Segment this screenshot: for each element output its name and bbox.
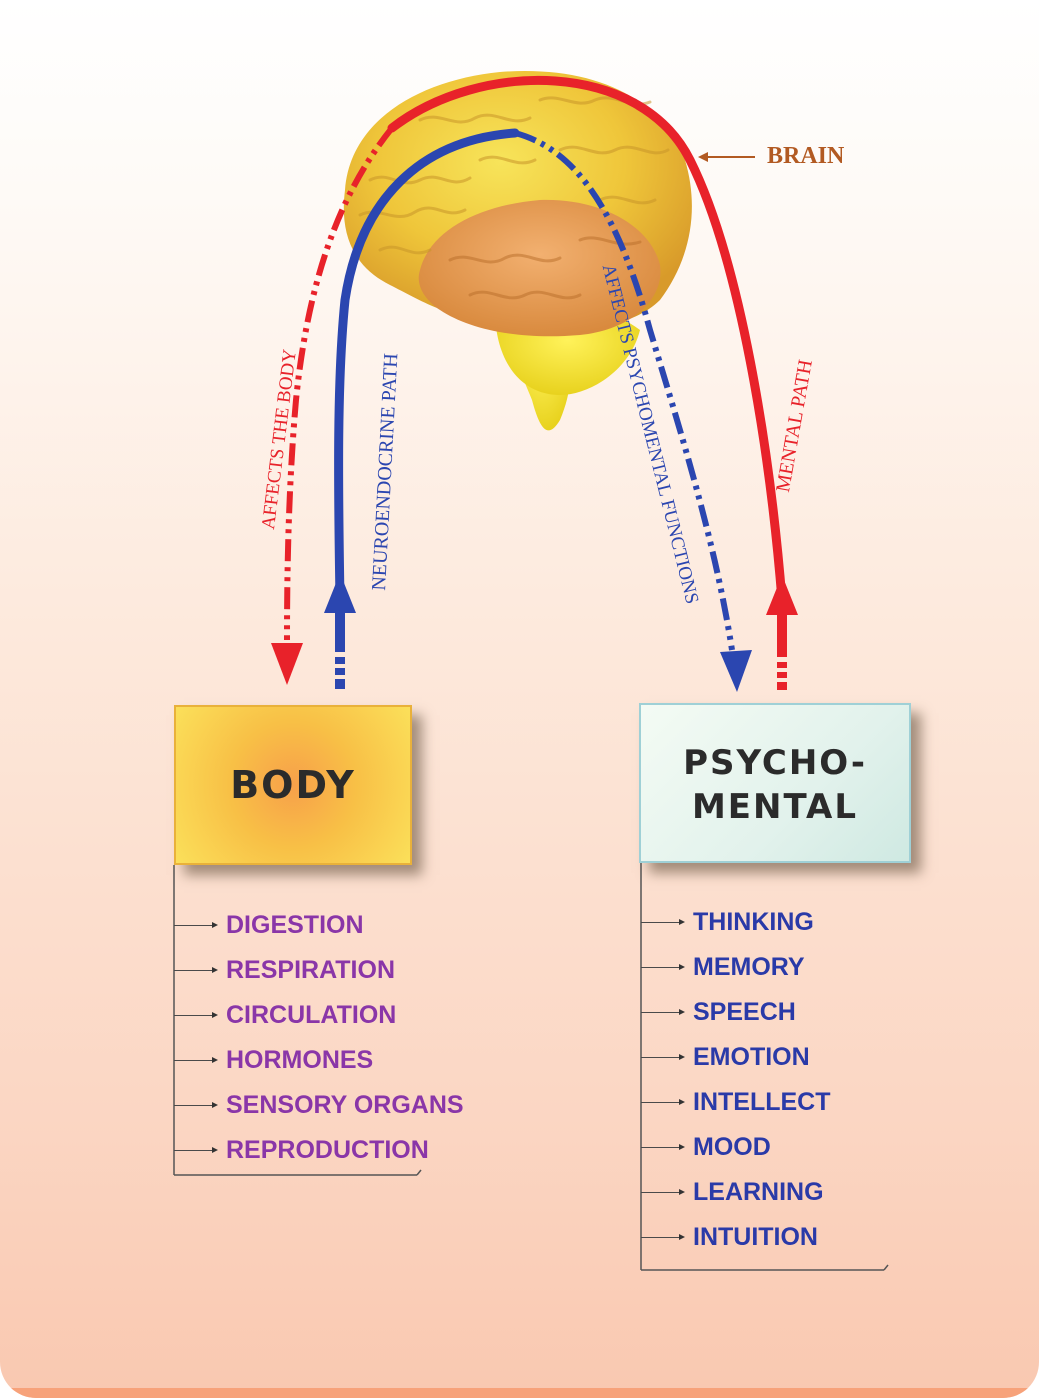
list-item: LEARNING [693,1170,831,1215]
list-arrow-icon [174,925,212,926]
list-item-label: RESPIRATION [226,956,395,984]
mental-path-stem [777,612,787,657]
list-arrow-icon [641,922,679,923]
list-item-label: HORMONES [226,1046,373,1074]
list-item: THINKING [693,900,831,945]
list-item: CIRCULATION [226,993,464,1038]
list-item-label: LEARNING [693,1178,824,1206]
list-arrow-icon [641,967,679,968]
list-item: REPRODUCTION [226,1128,464,1173]
psychomental-functions-list: THINKING MEMORY SPEECH EMOTION INTELLECT… [693,900,831,1260]
neuroendocrine-dash [335,668,345,675]
list-item-label: INTELLECT [693,1088,831,1116]
list-arrow-icon [641,1102,679,1103]
neuroendocrine-stem [335,612,345,652]
list-item: DIGESTION [226,903,464,948]
neuroendocrine-arrowhead-icon [324,573,356,613]
body-box: BODY [174,705,412,865]
psychomental-box: PSYCHO- MENTAL [639,703,911,863]
list-arrow-icon [174,1015,212,1016]
list-arrow-icon [641,1147,679,1148]
body-box-title: BODY [230,763,356,807]
list-item-label: SENSORY ORGANS [226,1091,464,1119]
list-arrow-icon [641,1012,679,1013]
neuroendocrine-dash [335,679,345,689]
list-arrow-icon [641,1057,679,1058]
list-item-label: EMOTION [693,1043,810,1071]
list-arrow-icon [174,1060,212,1061]
affects-psychomental-arrowhead-icon [720,650,752,692]
list-item-label: MEMORY [693,953,805,981]
list-arrow-icon [174,970,212,971]
list-item: HORMONES [226,1038,464,1083]
list-item-label: DIGESTION [226,911,364,939]
list-item: RESPIRATION [226,948,464,993]
brain-pointer-arrow-icon [698,152,755,162]
list-item-label: CIRCULATION [226,1001,396,1029]
list-item-label: REPRODUCTION [226,1136,429,1164]
affects-body-arrowhead-icon [271,643,303,685]
list-arrow-icon [641,1237,679,1238]
body-functions-list: DIGESTION RESPIRATION CIRCULATION HORMON… [226,903,464,1173]
brain-label: BRAIN [767,143,844,170]
mental-path-dash [777,672,787,678]
list-item-label: SPEECH [693,998,796,1026]
list-item-label: THINKING [693,908,814,936]
psychomental-box-line1: PSYCHO- [683,741,867,785]
list-item: EMOTION [693,1035,831,1080]
list-item: MOOD [693,1125,831,1170]
list-item: SPEECH [693,990,831,1035]
list-arrow-icon [174,1105,212,1106]
mental-path-arrowhead-icon [766,575,798,615]
list-item: INTELLECT [693,1080,831,1125]
neuroendocrine-dash [335,657,345,664]
list-item: SENSORY ORGANS [226,1083,464,1128]
list-item: INTUITION [693,1215,831,1260]
list-item-label: INTUITION [693,1223,818,1251]
list-arrow-icon [641,1192,679,1193]
mental-path-dash [777,682,787,690]
list-arrow-icon [174,1150,212,1151]
mental-path-dash [777,662,787,668]
list-item-label: MOOD [693,1133,771,1161]
list-item: MEMORY [693,945,831,990]
psychomental-box-line2: MENTAL [683,785,867,829]
